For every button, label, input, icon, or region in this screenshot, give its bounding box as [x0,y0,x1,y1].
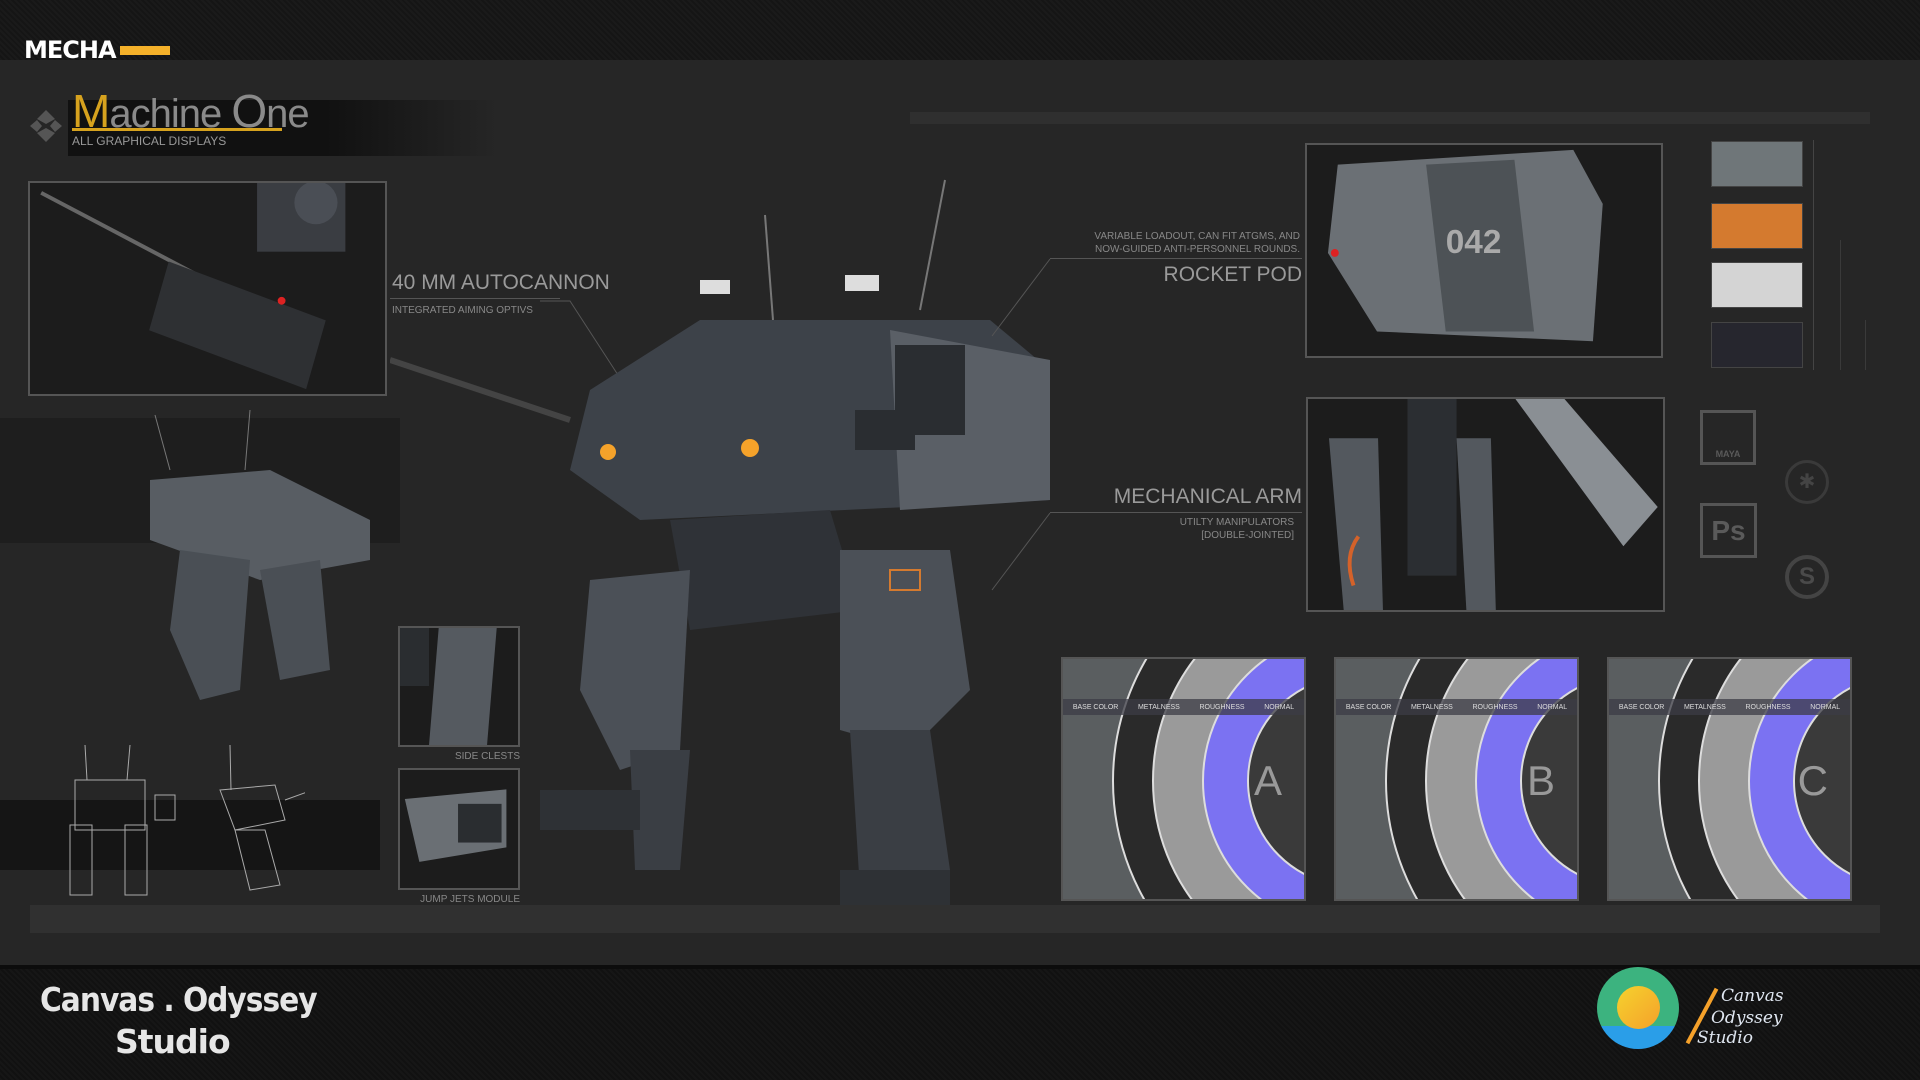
channel-label: NORMAL [1537,703,1568,711]
texture-set-letter: C [1797,757,1828,804]
deco-line [1840,240,1841,370]
autocannon-render [28,181,387,396]
pod-number: 042 [1446,224,1502,261]
arm-title: MECHANICAL ARM [1113,485,1302,508]
texture-panel-b: BASE COLOR METALNESS ROUGHNESS NORMAL B [1334,657,1579,901]
side-clests-label: SIDE CLESTS [454,751,520,762]
deco-line [1813,140,1814,370]
deco-line [1865,320,1866,370]
color-swatch-light [1711,262,1803,308]
diamond-logo-icon [30,110,62,142]
texture-maps [1385,659,1577,899]
texture-maps [1658,659,1850,899]
studio-name: Canvas . Odyssey [40,980,318,1019]
color-swatch-dark [1711,322,1803,368]
channel-label: NORMAL [1264,703,1295,711]
wireframe-views [69,744,305,896]
channel-label: METALNESS [1683,703,1726,711]
secondary-mech-render [150,410,370,700]
callout-leader [991,512,1051,591]
section-label: MECHA [24,36,117,64]
rocket-pod-title: ROCKET POD [1163,263,1302,286]
texture-set-letter: A [1253,757,1282,804]
substance-painter-icon: S [1785,555,1829,599]
callout-rule [390,298,560,299]
color-swatch-orange [1711,203,1803,249]
studio-logo-icon [1597,967,1679,1049]
callout-leader [991,258,1051,337]
channel-label: BASE COLOR [1618,703,1665,711]
channel-label: BASE COLOR [1345,703,1392,711]
autocannon-sub: INTEGRATED AIMING OPTIVS [392,305,533,316]
maya-icon: MAYA [1700,410,1756,465]
channel-label: BASE COLOR [1072,703,1119,711]
substance-designer-icon: ✱ [1785,460,1829,504]
channel-label: METALNESS [1137,703,1180,711]
side-clests-render [398,626,520,747]
top-bar [0,0,1920,60]
texture-set-letter: B [1526,757,1555,804]
channel-label: ROUGHNESS [1745,703,1791,711]
title-underline [72,128,282,131]
color-swatch-steel [1711,141,1803,187]
logo-text-3: Studio [1697,1028,1753,1048]
channel-label: ROUGHNESS [1199,703,1245,711]
channel-label: ROUGHNESS [1472,703,1518,711]
page-subtitle: ALL GRAPHICAL DISPLAYS [72,134,227,148]
jump-jets-render [398,768,520,890]
photoshop-icon: Ps [1700,503,1757,558]
accent-bar [120,46,170,55]
bg-band [0,800,380,870]
logo-text-1: Canvas [1721,986,1784,1006]
header-rule [910,112,1870,124]
main-mech-render [390,179,1050,910]
rocket-pod-render: 042 [1305,143,1663,358]
channel-label: METALNESS [1410,703,1453,711]
callout-rule [1050,512,1302,513]
bottom-strip [30,905,1880,933]
mechanical-arm-render [1306,397,1665,612]
texture-panel-a: BASE COLOR METALNESS ROUGHNESS NORMAL A [1061,657,1306,901]
callout-leader [540,300,619,376]
channel-label: NORMAL [1810,703,1841,711]
logo-text-2: Odyssey [1711,1008,1783,1028]
texture-maps [1112,659,1304,899]
arm-sub: UTILTY MANIPULATORS[DOUBLE-JOINTED] [1179,517,1294,541]
texture-panel-c: BASE COLOR METALNESS ROUGHNESS NORMAL C [1607,657,1852,901]
autocannon-title: 40 MM AUTOCANNON [392,271,610,294]
studio-name-line2: Studio [115,1022,231,1061]
callout-rule [1050,258,1302,259]
jump-jets-label: JUMP JETS MODULE [420,894,520,905]
